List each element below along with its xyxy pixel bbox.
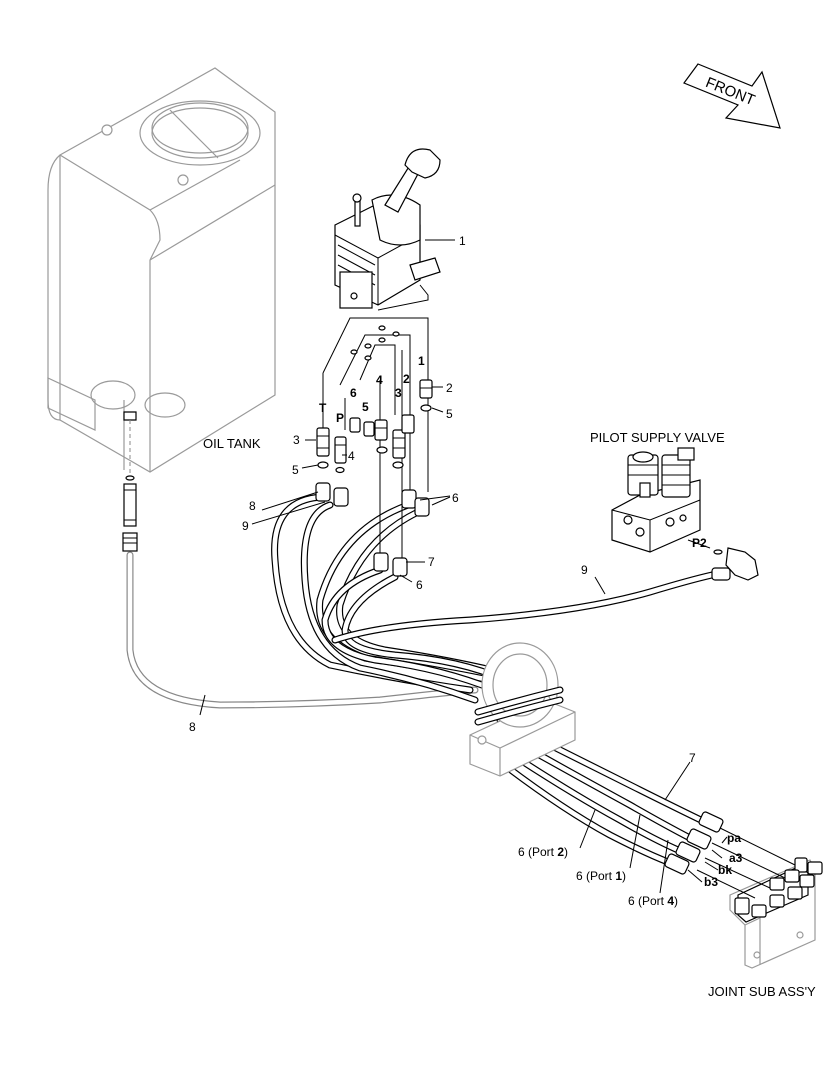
- joint-sub-assy-caption: JOINT SUB ASS'Y: [708, 984, 816, 999]
- port2-prefix: 6 (Port: [518, 845, 557, 859]
- port1-prefix: 6 (Port: [576, 869, 615, 883]
- callout-4: 4: [348, 449, 355, 463]
- hose-end-b3: b3: [704, 875, 718, 889]
- callout-5-upper: 5: [446, 407, 453, 421]
- port-letter-5: 5: [362, 400, 369, 414]
- callout-6-mid: 6: [416, 578, 423, 592]
- hose-clamp: [469, 642, 576, 777]
- port-letter-2: 2: [403, 372, 410, 386]
- hose-end-fittings-upper: [315, 482, 430, 577]
- port-letter-6: 6: [350, 386, 357, 400]
- front-arrow: FRONT: [683, 63, 781, 129]
- hoses: [126, 493, 716, 866]
- hose-end-fittings-lower: [664, 811, 724, 875]
- port-adapters: [316, 379, 433, 464]
- callout-8-bottom: 8: [189, 720, 196, 734]
- port4-prefix: 6 (Port: [628, 894, 667, 908]
- port1-label: 6 (Port 1): [576, 869, 626, 883]
- port4-num: 4: [667, 894, 674, 908]
- port1-num: 1: [615, 869, 622, 883]
- pilot-supply-valve-caption: PILOT SUPPLY VALVE: [590, 430, 725, 445]
- port4-label: 6 (Port 4): [628, 894, 678, 908]
- pilot-supply-valve: [611, 447, 759, 581]
- callout-8-top: 8: [249, 499, 256, 513]
- callout-1: 1: [459, 234, 466, 248]
- port-letter-4: 4: [376, 373, 383, 387]
- port4-suffix: ): [674, 894, 678, 908]
- callout-3-left: 3: [293, 433, 300, 447]
- hose-end-a3: a3: [729, 851, 743, 865]
- port-letter-P2: P2: [692, 536, 707, 550]
- callout-7-bottom: 7: [689, 751, 696, 765]
- port2-num: 2: [557, 845, 564, 859]
- callout-5-left: 5: [292, 463, 299, 477]
- port2-suffix: ): [564, 845, 568, 859]
- hose-end-bk: bk: [718, 863, 732, 877]
- port1-suffix: ): [622, 869, 626, 883]
- oil-tank-caption: OIL TANK: [203, 436, 261, 451]
- port-letter-3: 3: [395, 386, 402, 400]
- tank-outlet-fitting: [122, 411, 138, 552]
- callout-9-top: 9: [242, 519, 249, 533]
- port2-label: 6 (Port 2): [518, 845, 568, 859]
- callout-6-right: 6: [452, 491, 459, 505]
- port-letter-T: T: [319, 401, 327, 415]
- oil-tank: [47, 67, 276, 473]
- callout-7-mid: 7: [428, 555, 435, 569]
- pilot-joystick: [334, 148, 441, 311]
- port-letter-P: P: [336, 411, 344, 425]
- o-rings: [317, 325, 432, 474]
- callout-2-upper: 2: [446, 381, 453, 395]
- hose-end-pa: pa: [727, 831, 741, 845]
- callout-9-right: 9: [581, 563, 588, 577]
- joint-sub-assy: [696, 827, 823, 969]
- port-letter-1: 1: [418, 354, 425, 368]
- callout-leaders: [199, 239, 728, 894]
